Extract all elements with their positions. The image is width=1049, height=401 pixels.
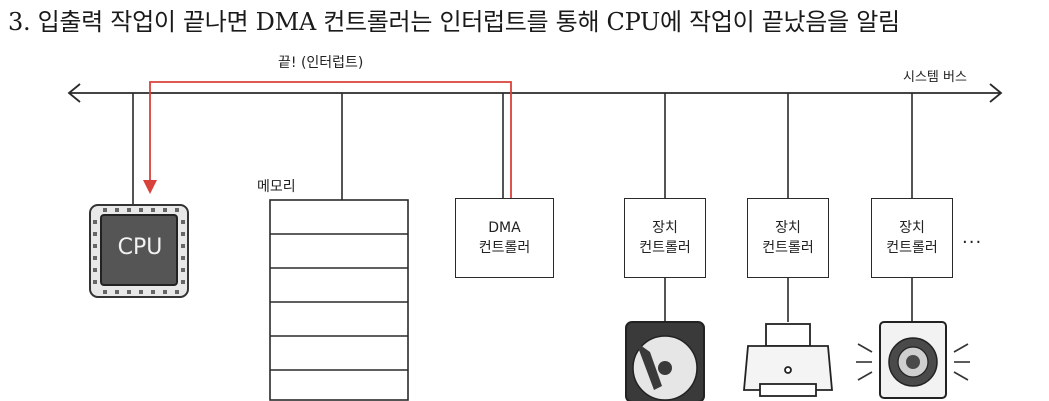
interrupt-arrow — [143, 81, 512, 198]
system-bus — [67, 83, 1003, 103]
memory-label: 메모리 — [257, 179, 296, 195]
interrupt-label: 끝! (인터럽트) — [278, 55, 364, 71]
device-controller-box-1: 장치 컨트롤러 — [624, 198, 706, 278]
device-controller-1-line2: 컨트롤러 — [639, 240, 691, 256]
device-controller-2-line1: 장치 — [775, 220, 801, 236]
ellipsis-more-devices: ··· — [962, 232, 983, 253]
device-controller-1-line1: 장치 — [652, 220, 678, 236]
speaker-icon — [856, 321, 970, 399]
device-controller-box-2: 장치 컨트롤러 — [747, 198, 829, 278]
dma-controller-box: DMA 컨트롤러 — [455, 198, 554, 278]
printer-icon — [743, 323, 833, 397]
slide-caption: 3. 입출력 작업이 끝나면 DMA 컨트롤러는 인터럽트를 통해 CPU에 작… — [8, 8, 900, 36]
dma-controller-line2: 컨트롤러 — [478, 240, 531, 256]
device-controller-3-line1: 장치 — [899, 220, 925, 236]
cpu-chip-icon — [89, 204, 189, 298]
device-controller-box-3: 장치 컨트롤러 — [871, 198, 953, 278]
hard-disk-icon — [625, 321, 705, 401]
device-controller-2-line2: 컨트롤러 — [762, 240, 814, 256]
memory-block — [269, 199, 409, 401]
bus-connectors — [132, 93, 913, 322]
device-controller-3-line2: 컨트롤러 — [886, 240, 938, 256]
cpu-label: CPU — [117, 235, 163, 260]
system-bus-label: 시스템 버스 — [903, 70, 967, 85]
dma-controller-line1: DMA — [488, 220, 521, 236]
